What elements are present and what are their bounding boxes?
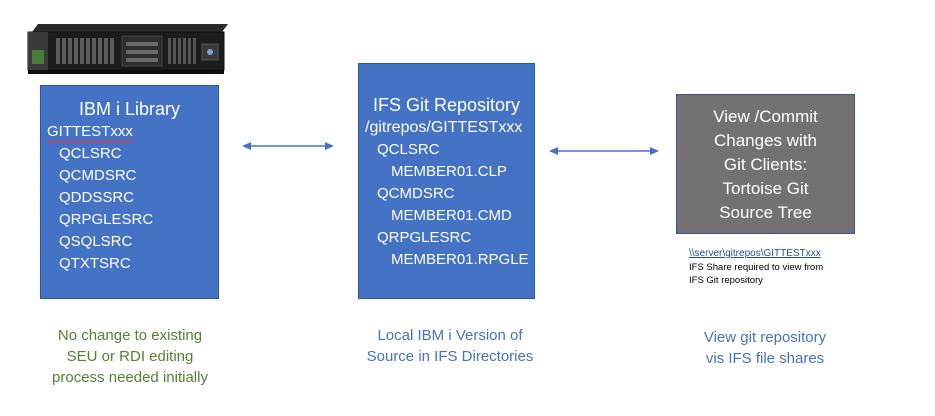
caption-line: process needed initially [52,369,208,386]
library-to-git-arrow [242,142,334,150]
git-clients-text-line: View /Commit [713,107,818,126]
git-repo-caption: Local IBM i Version of Source in IFS Dire… [345,325,555,367]
caption-line: Local IBM i Version of [377,327,523,344]
caption-line: View git repository [703,329,827,346]
library-file-list: QCLSRC QCMDSRC QDDSSRC QRPGLESRC QSQLSRC QTXT… [41,143,218,275]
library-source-file: QRPGLESRC [59,211,154,228]
git-repo-folder: QCMDSRC [377,185,455,202]
library-name: GITTESTxxx [47,123,133,140]
server-icon [27,24,228,74]
git-repo-member: MEMBER01.CLP [391,163,507,180]
library-box-title: IBM i Library [78,99,181,119]
ibm-i-library-box: IBM i Library GITTESTxxx QCLSRC QCMDSRC QD… [40,85,219,299]
caption-line: No change to existing [57,327,203,344]
git-repo-folder: QRPGLESRC [377,229,472,246]
caption-line: Source in IFS Directories [366,348,534,365]
ifs-share-note-line: IFS Git repository [689,275,763,286]
git-repo-folder: QCLSRC [377,141,440,158]
git-clients-caption: View git repository vis IFS file shares [665,327,865,369]
library-source-file: QCMDSRC [59,167,137,184]
git-repo-member: MEMBER01.RPGLE [391,251,529,268]
ifs-git-repository-box: IFS Git Repository /gitrepos/GITTESTxxx … [358,63,535,299]
ifs-share-path[interactable]: \\server\gitrepos\GITTESTxxx [689,248,821,259]
git-clients-text-line: Git Clients: [723,155,808,174]
git-repo-path: /gitrepos/GITTESTxxx [365,119,523,136]
git-repo-tree: QCLSRC MEMBER01.CLP QCMDSRC MEMBER01.CMD QRP… [359,139,534,271]
git-clients-text-line: Source Tree [719,203,812,222]
git-repo-member: MEMBER01.CMD [391,207,512,224]
git-box-title: IFS Git Repository [372,95,521,115]
git-clients-text-line: Changes with [713,131,817,150]
ifs-share-info: \\server\gitrepos\GITTESTxxx IFS Share r… [689,248,823,287]
git-clients-text-line: Tortoise Git [722,179,809,198]
caption-line: SEU or RDI editing [66,348,194,365]
caption-line: vis IFS file shares [705,350,825,367]
git-to-clients-arrow [549,147,659,155]
library-source-file: QSQLSRC [59,233,133,250]
library-source-file: QCLSRC [59,145,122,162]
library-source-file: QTXTSRC [59,255,131,272]
library-source-file: QDDSSRC [59,189,135,206]
ifs-share-note-line: IFS Share required to view from [689,262,824,273]
